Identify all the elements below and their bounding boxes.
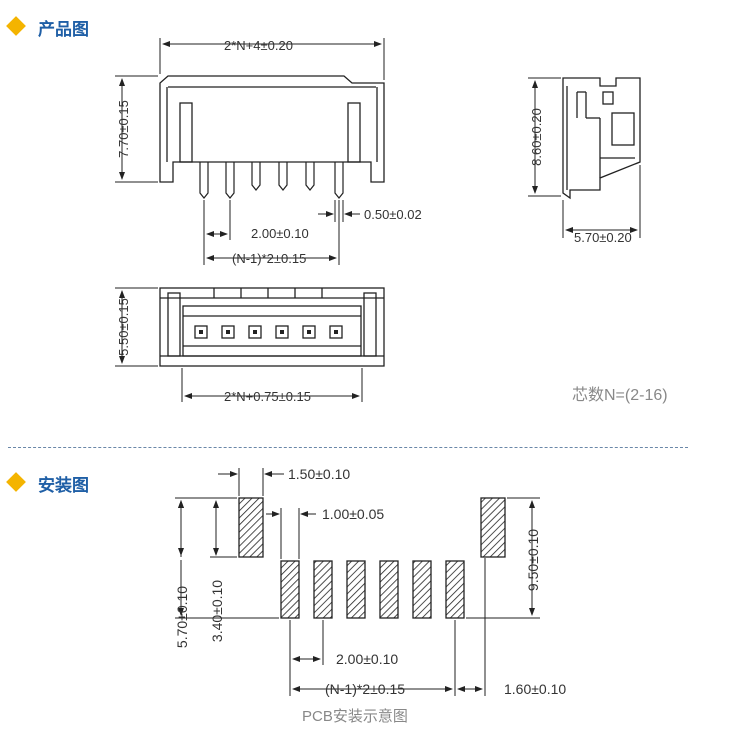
dim-side-width: 5.70±0.20 [574,230,632,245]
dim-pad-large-width: 1.50±0.10 [288,466,350,482]
section-title-product: 产品图 [38,20,89,39]
dim-bottom-height: 5.50±0.15 [116,298,131,356]
pad-small [280,560,300,619]
front-view [159,75,385,199]
dim-pitch: 2.00±0.10 [251,226,309,241]
dim-height-partial: 3.40±0.10 [209,580,225,642]
pad-small [379,560,399,619]
dim-pin-width: 0.50±0.02 [364,207,422,222]
pad-small [346,560,366,619]
pad-small [412,560,432,619]
bottom-view [159,287,385,367]
dim-side-height: 8.60±0.20 [529,108,544,166]
dim-height-total: 5.70±0.10 [174,586,190,648]
side-view [562,77,641,200]
dim-left-height: 7.70±0.15 [116,100,131,158]
pad-large-left [238,497,264,558]
dim-edge-offset: 1.60±0.10 [504,681,566,697]
pad-small [445,560,465,619]
dim-bottom-width: 2*N+0.75±0.15 [224,389,311,404]
dim-right-height: 9.50±0.10 [525,529,541,591]
pin-count-note: 芯数N=(2-16) [572,387,668,404]
pad-small [313,560,333,619]
dim-pad-small-width: 1.00±0.05 [322,506,384,522]
dim-top-width: 2*N+4±0.20 [224,38,293,53]
pcb-caption: PCB安装示意图 [302,708,408,725]
pad-large-right [480,497,506,558]
dim-install-pitch: 2.00±0.10 [336,651,398,667]
pcb-layout [238,497,506,619]
dim-span: (N-1)*2±0.15 [232,251,306,266]
section-divider [8,447,688,448]
section-title-install: 安装图 [38,476,89,495]
dim-install-span: (N-1)*2±0.15 [325,681,405,697]
